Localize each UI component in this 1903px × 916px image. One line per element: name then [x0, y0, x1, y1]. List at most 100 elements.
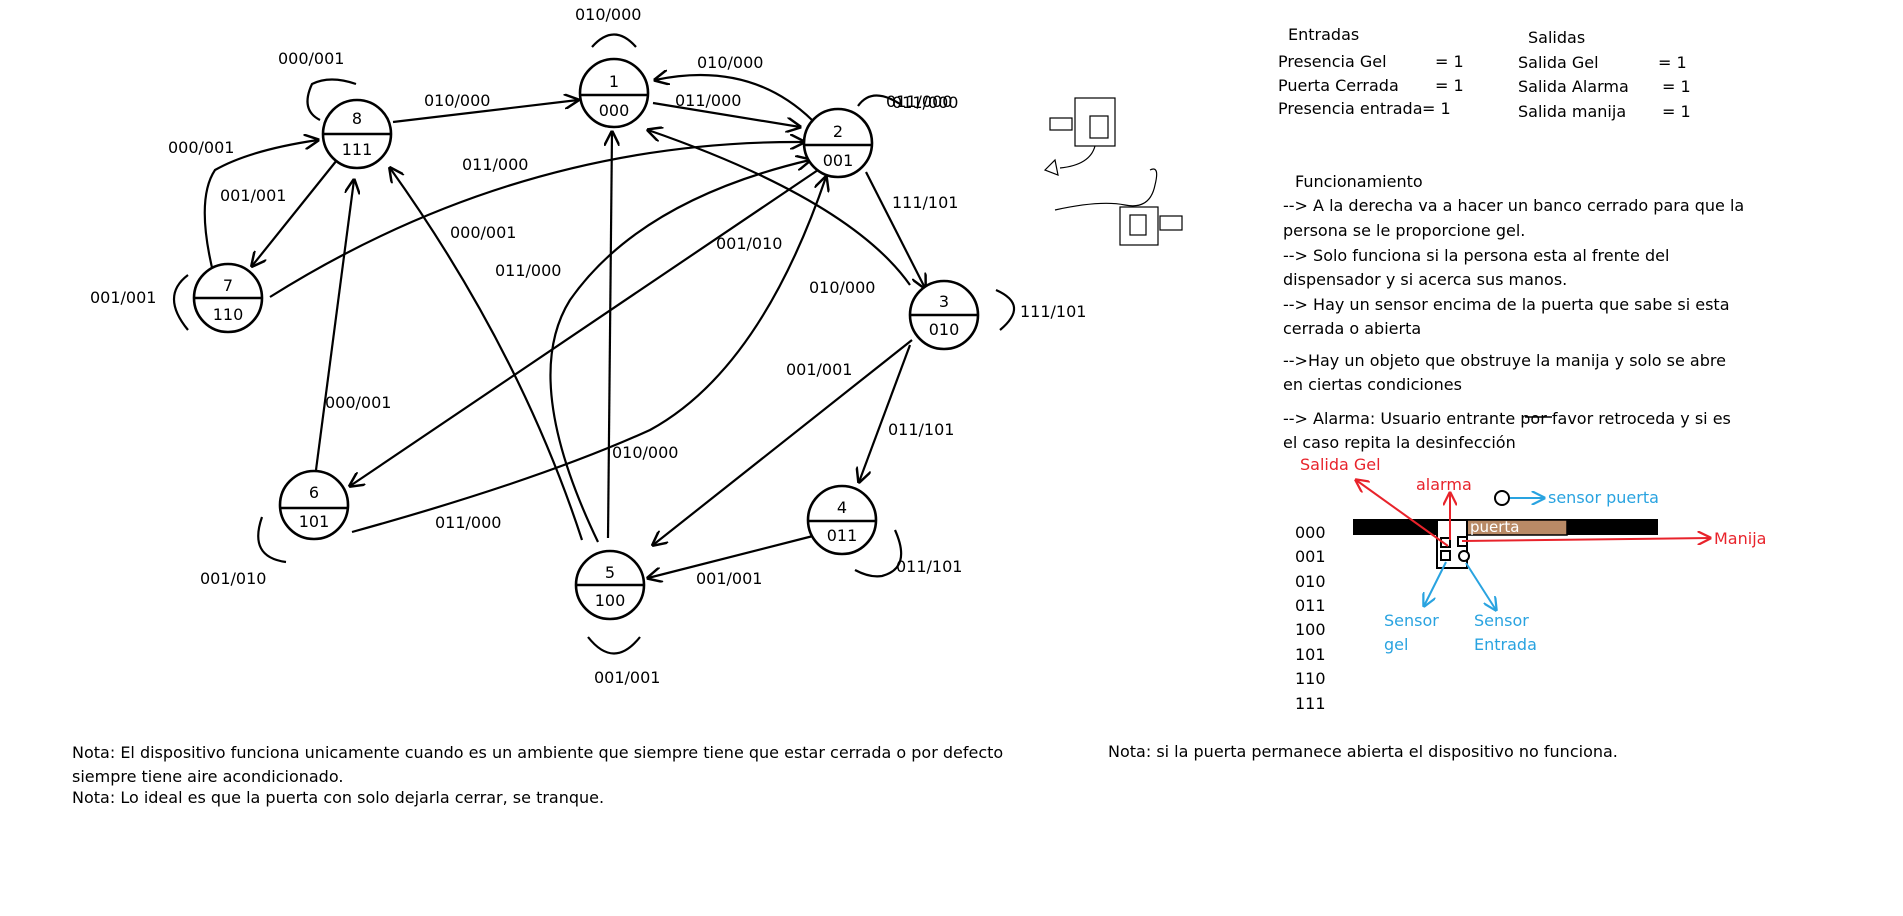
state-3-code: 010: [929, 320, 960, 339]
sensor-puerta-circle: [1494, 490, 1510, 506]
sketch-curve-2: [1054, 168, 1158, 211]
loop-state-1: [591, 33, 637, 48]
edge-label: 011/101: [896, 557, 962, 576]
salida-gel-arrow: [1356, 480, 1449, 547]
loop-state-5: [587, 636, 641, 655]
edge-label: 011/000: [886, 92, 952, 111]
state-8: 8 111: [321, 98, 393, 170]
state-2: 2 001: [802, 107, 874, 179]
inputs-legend: Entradas Presencia Gel = 1 Puerta Cerrad…: [1278, 25, 1464, 118]
funcionamiento-line: --> Hay un sensor encima de la puerta qu…: [1283, 295, 1730, 314]
state-2-circle: [802, 107, 874, 179]
sensor-entrada-circle: [1458, 550, 1470, 562]
state-1-number: 1: [609, 72, 619, 91]
state-7-code: 110: [213, 305, 244, 324]
state-4-code: 011: [827, 526, 858, 545]
sensor-entrada-label-1: Sensor: [1474, 611, 1529, 630]
sketch-triangle: [1043, 158, 1059, 176]
input-name: Presencia entrada: [1278, 99, 1423, 118]
funcionamiento-line: el caso repita la desinfección: [1283, 433, 1516, 452]
state-5-number: 5: [605, 563, 615, 582]
funcionamiento-line: --> Alarma: Usuario entrante por favor r…: [1283, 409, 1731, 428]
state-5: 5 100: [574, 549, 646, 621]
state-3-number: 3: [939, 292, 949, 311]
edge-label: 001/001: [786, 360, 852, 379]
edge-2-to-3: [865, 171, 925, 288]
output-name: Salida Gel: [1518, 53, 1599, 72]
note-1-line-2: siempre tiene aire acondicionado.: [72, 767, 343, 786]
output-name: Salida manija: [1518, 102, 1626, 121]
sketch-box-2-inner: [1129, 214, 1147, 236]
loop-state-3: [995, 288, 1016, 331]
edge-label: 001/001: [696, 569, 762, 588]
outputs-title: Salidas: [1528, 28, 1585, 47]
edge-label: 011/000: [675, 91, 741, 110]
sensor-entrada-label-2: Entrada: [1474, 635, 1537, 654]
loop-state-8: [306, 78, 357, 121]
state-8-number: 8: [352, 109, 362, 128]
mechanism-small-square-1: [1440, 537, 1451, 548]
code-item: 111: [1295, 694, 1326, 713]
state-2-number: 2: [833, 122, 843, 141]
funcionamiento-line: cerrada o abierta: [1283, 319, 1421, 338]
edge-6-to-8: [314, 180, 354, 471]
sensor-entrada-arrow: [1465, 562, 1496, 610]
edge-label: 000/001: [325, 393, 391, 412]
state-8-code: 111: [342, 140, 373, 159]
note-3: Nota: si la puerta permanece abierta el …: [1108, 742, 1618, 761]
code-item: 100: [1295, 620, 1326, 639]
sketch-box-2: [1119, 206, 1159, 246]
edge-1-to-2: [652, 101, 800, 127]
funcionamiento-line: --> Solo funciona si la persona esta al …: [1283, 246, 1669, 265]
outputs-legend: Salidas Salida Gel = 1 Salida Alarma = 1…: [1518, 28, 1691, 121]
edge-5-to-2: [549, 160, 810, 543]
edge-2-to-1: [655, 75, 813, 121]
sensor-gel-arrow: [1424, 561, 1447, 606]
inputs-title: Entradas: [1288, 25, 1359, 44]
edge-label: 010/000: [697, 53, 763, 72]
edge-3-to-4: [859, 344, 912, 482]
sensor-gel-label-1: Sensor: [1384, 611, 1439, 630]
device-sketch: [1043, 97, 1183, 246]
sketch-small-2: [1159, 215, 1183, 231]
manija-arrow: [1461, 538, 1710, 541]
state-6-number: 6: [309, 483, 319, 502]
note-2: Nota: Lo ideal es que la puerta con solo…: [72, 788, 604, 807]
loop-state-4: [854, 529, 903, 578]
edge-label: 000/001: [168, 138, 234, 157]
mechanism-small-square-3: [1440, 550, 1451, 561]
output-value: = 1: [1662, 102, 1691, 121]
edge-label: 001/010: [200, 569, 266, 588]
edge-label: 011/000: [462, 155, 528, 174]
edge-label: 010/000: [424, 91, 490, 110]
loop-state-2: [857, 94, 901, 107]
edge-8-to-1: [392, 100, 578, 124]
state-6-code: 101: [299, 512, 330, 531]
code-item: 001: [1295, 547, 1326, 566]
salida-gel-label: Salida Gel: [1300, 455, 1381, 474]
input-value: = 1: [1435, 76, 1464, 95]
edge-label: 011/000: [892, 93, 958, 112]
funcionamiento-line: en ciertas condiciones: [1283, 375, 1462, 394]
alarma-label: alarma: [1416, 475, 1472, 494]
state-7-number: 7: [223, 276, 233, 295]
edge-4-to-5: [648, 534, 814, 578]
edge-label: 000/001: [278, 49, 344, 68]
edge-label: 000/001: [450, 223, 516, 242]
funcionamiento-section: Funcionamiento --> A la derecha va a hac…: [1283, 172, 1744, 452]
edge-label: 010/000: [575, 5, 641, 24]
manija-label: Manija: [1714, 529, 1766, 548]
edge-label: 001/001: [220, 186, 286, 205]
state-4: 4 011: [806, 484, 878, 556]
state-1-code: 000: [599, 101, 630, 120]
funcionamiento-line: -->Hay un objeto que obstruye la manija …: [1283, 351, 1726, 370]
funcionamiento-line: --> A la derecha va a hacer un banco cer…: [1283, 196, 1744, 215]
code-item: 101: [1295, 645, 1326, 664]
edge-label: 111/101: [1020, 302, 1086, 321]
state-1: 1 000: [578, 57, 650, 129]
state-7: 7 110: [192, 262, 264, 334]
output-name: Salida Alarma: [1518, 77, 1629, 96]
note-1-line-1: Nota: El dispositivo funciona unicamente…: [72, 743, 1003, 762]
loop-state-6: [257, 516, 287, 564]
